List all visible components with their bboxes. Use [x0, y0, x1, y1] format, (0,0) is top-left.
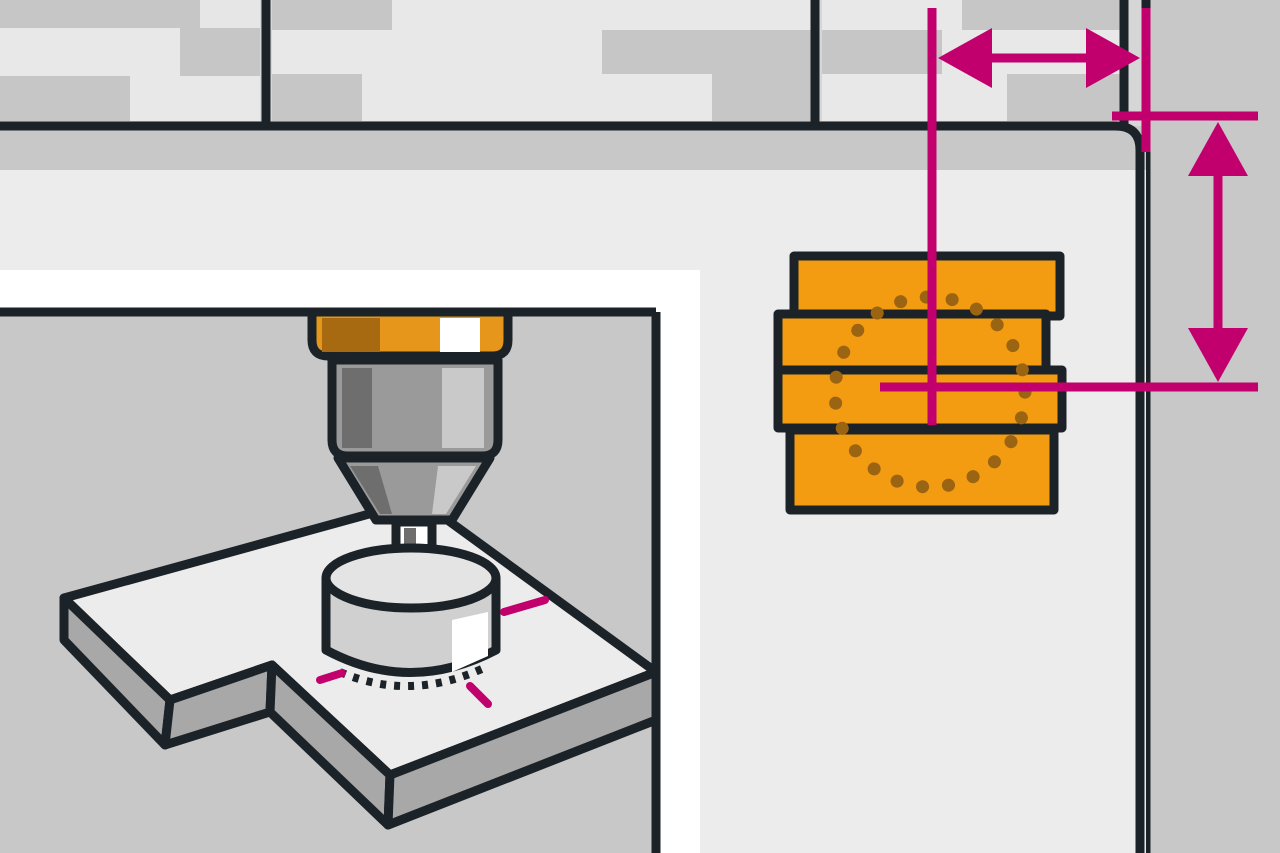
dimension-arrow-icon	[880, 8, 1258, 425]
brick-wall	[0, 0, 1280, 130]
drill-chuck-icon	[307, 307, 513, 571]
hole-saw-icon	[316, 543, 549, 708]
side-wall	[1141, 0, 1280, 853]
